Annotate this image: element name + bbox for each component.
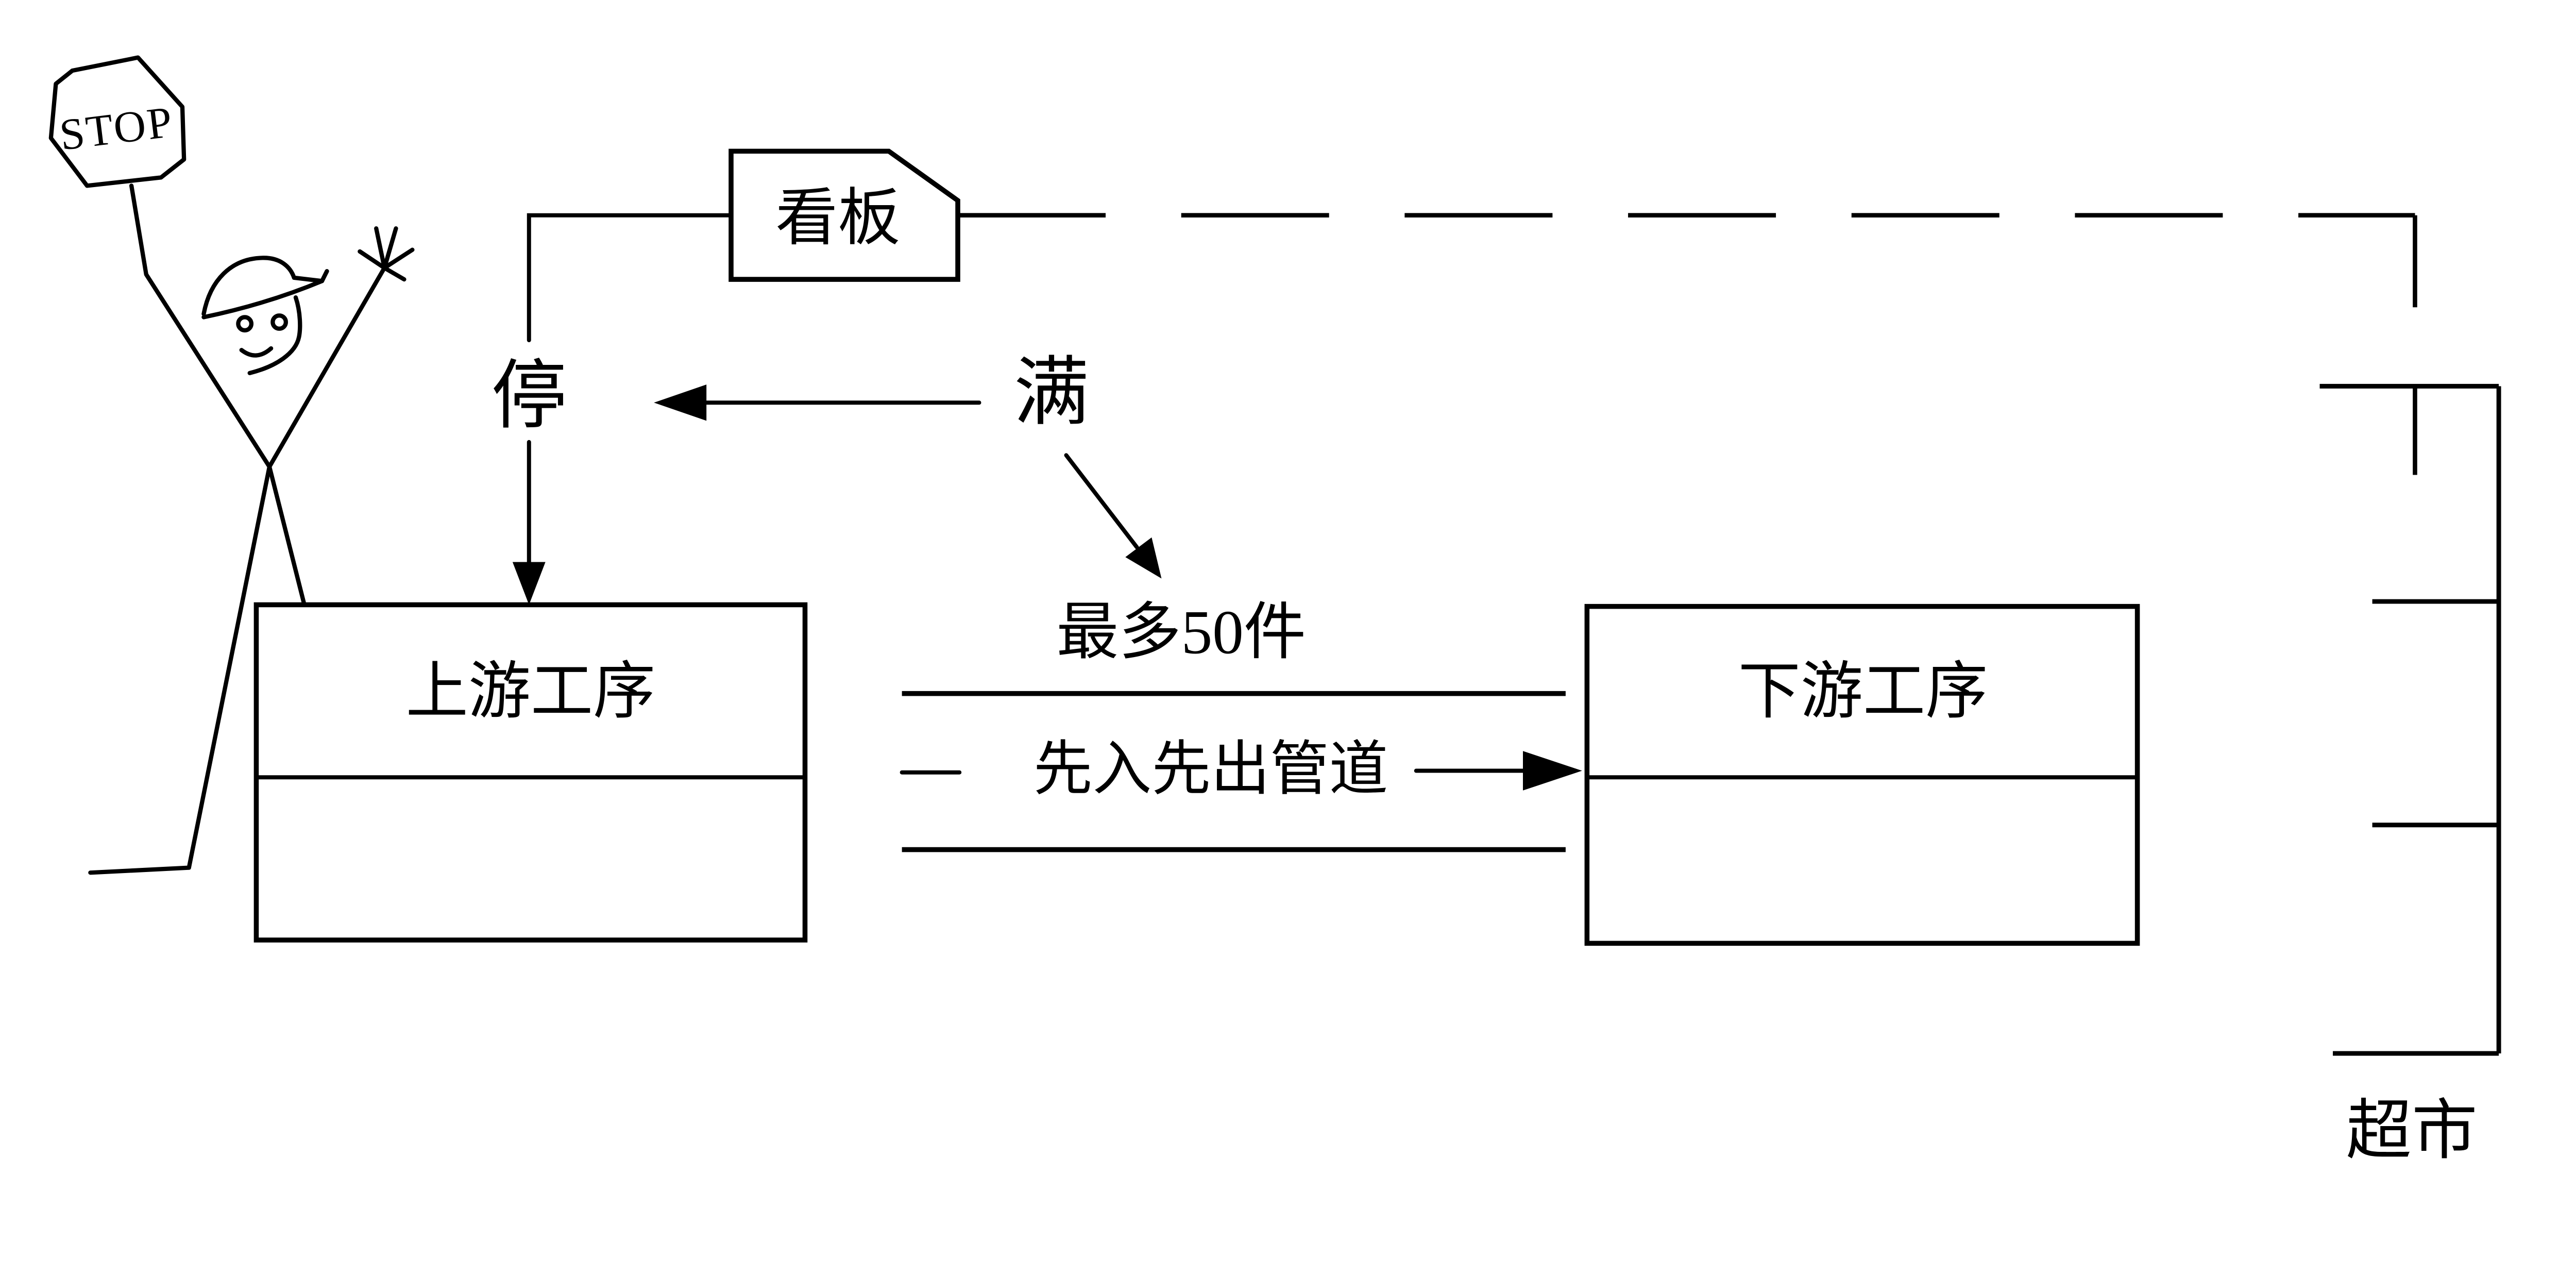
fifo-capacity-label: 最多50件 [1056,598,1306,667]
fifo-flow-arrowhead-icon [1522,751,1582,791]
downstream-process-label: 下游工序 [1738,657,1988,726]
full-to-fifo-arrow-line [1064,453,1139,549]
downstream-process-box: 下游工序 [1584,604,2140,946]
face-outline [247,295,302,375]
raised-arm-line [267,265,387,469]
upstream-process-label: 上游工序 [406,657,656,726]
kanban-signal-group: 停 看板 [491,148,2417,605]
supermarket-label: 超市 [2346,1094,2478,1167]
supermarket-group: 超市 [2319,383,2501,1167]
stop-signal-label: 停 [491,354,567,438]
diagram-canvas: STOP 停 看板 [48,55,2501,1167]
kanban-card-label: 看板 [775,184,900,253]
full-signal-group: 满 [654,351,1162,579]
right-leg-line [267,464,307,606]
stick-figure-icon: STOP [48,55,415,875]
fifo-pipe-label: 先入先出管道 [1033,736,1388,802]
kanban-pull-diagram: STOP 停 看板 [48,55,2501,1167]
sign-pole-line [129,183,272,469]
right-eye-icon [270,313,288,331]
upstream-box-outline [253,602,808,943]
fifo-lane-group: 最多50件 先入先出管道 [900,598,1582,852]
downstream-box-outline [1584,604,2140,946]
kanban-card-icon [728,148,960,282]
stop-sign-icon [48,55,187,188]
head-icon [201,256,329,375]
upstream-process-box: 上游工序 [253,602,808,943]
supermarket-shelf-icon [2319,383,2501,1056]
mouth-icon [239,346,274,358]
kanban-link-line [527,213,733,343]
hat-brim-icon [201,269,329,320]
hand-star-icon [358,226,415,282]
stop-sign-label: STOP [57,97,177,160]
hat-crown-icon [201,256,325,316]
stop-arrowhead-icon [512,562,546,605]
left-leg-foot-line [88,464,272,875]
full-to-stop-arrowhead-icon [654,384,707,421]
full-to-fifo-arrowhead-icon [1125,537,1162,579]
full-signal-label: 满 [1013,351,1089,435]
left-eye-icon [236,315,254,333]
